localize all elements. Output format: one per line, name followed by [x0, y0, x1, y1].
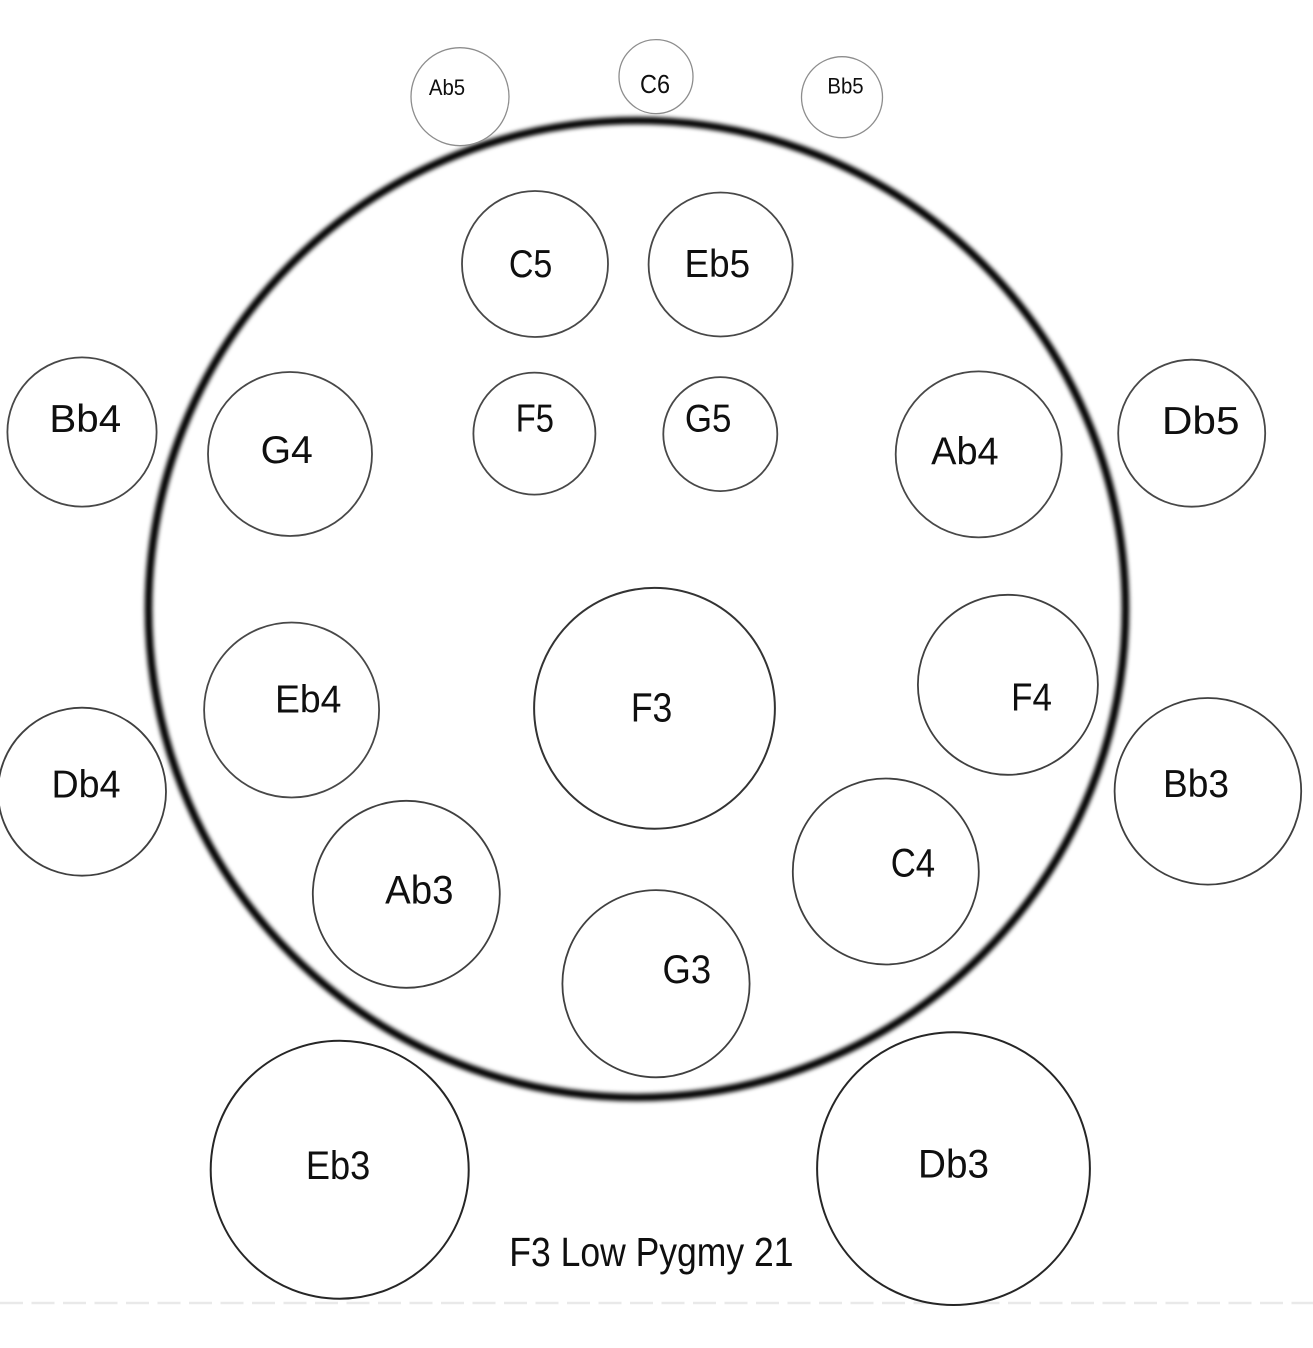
- svg-text:Bb3: Bb3: [1163, 763, 1229, 806]
- svg-text:G4: G4: [261, 429, 313, 472]
- svg-text:Ab4: Ab4: [931, 430, 999, 473]
- svg-text:Bb4: Bb4: [49, 398, 121, 441]
- svg-text:Db3: Db3: [918, 1143, 989, 1187]
- svg-text:F5: F5: [516, 397, 554, 440]
- svg-text:C6: C6: [640, 69, 670, 99]
- svg-text:Db5: Db5: [1162, 400, 1240, 443]
- svg-text:Db4: Db4: [52, 763, 121, 806]
- svg-text:Eb5: Eb5: [685, 243, 751, 286]
- svg-text:C5: C5: [509, 243, 553, 286]
- svg-text:Ab3: Ab3: [385, 868, 453, 912]
- svg-text:Ab5: Ab5: [429, 75, 465, 100]
- svg-text:G5: G5: [685, 397, 732, 440]
- svg-text:Bb5: Bb5: [827, 74, 863, 99]
- svg-text:F3 Low Pygmy 21: F3 Low Pygmy 21: [509, 1229, 793, 1275]
- svg-text:G3: G3: [663, 948, 712, 992]
- svg-text:F3: F3: [631, 685, 673, 731]
- svg-text:C4: C4: [891, 842, 935, 886]
- svg-text:Eb3: Eb3: [306, 1144, 370, 1188]
- svg-text:Eb4: Eb4: [275, 679, 342, 722]
- svg-text:F4: F4: [1011, 676, 1052, 719]
